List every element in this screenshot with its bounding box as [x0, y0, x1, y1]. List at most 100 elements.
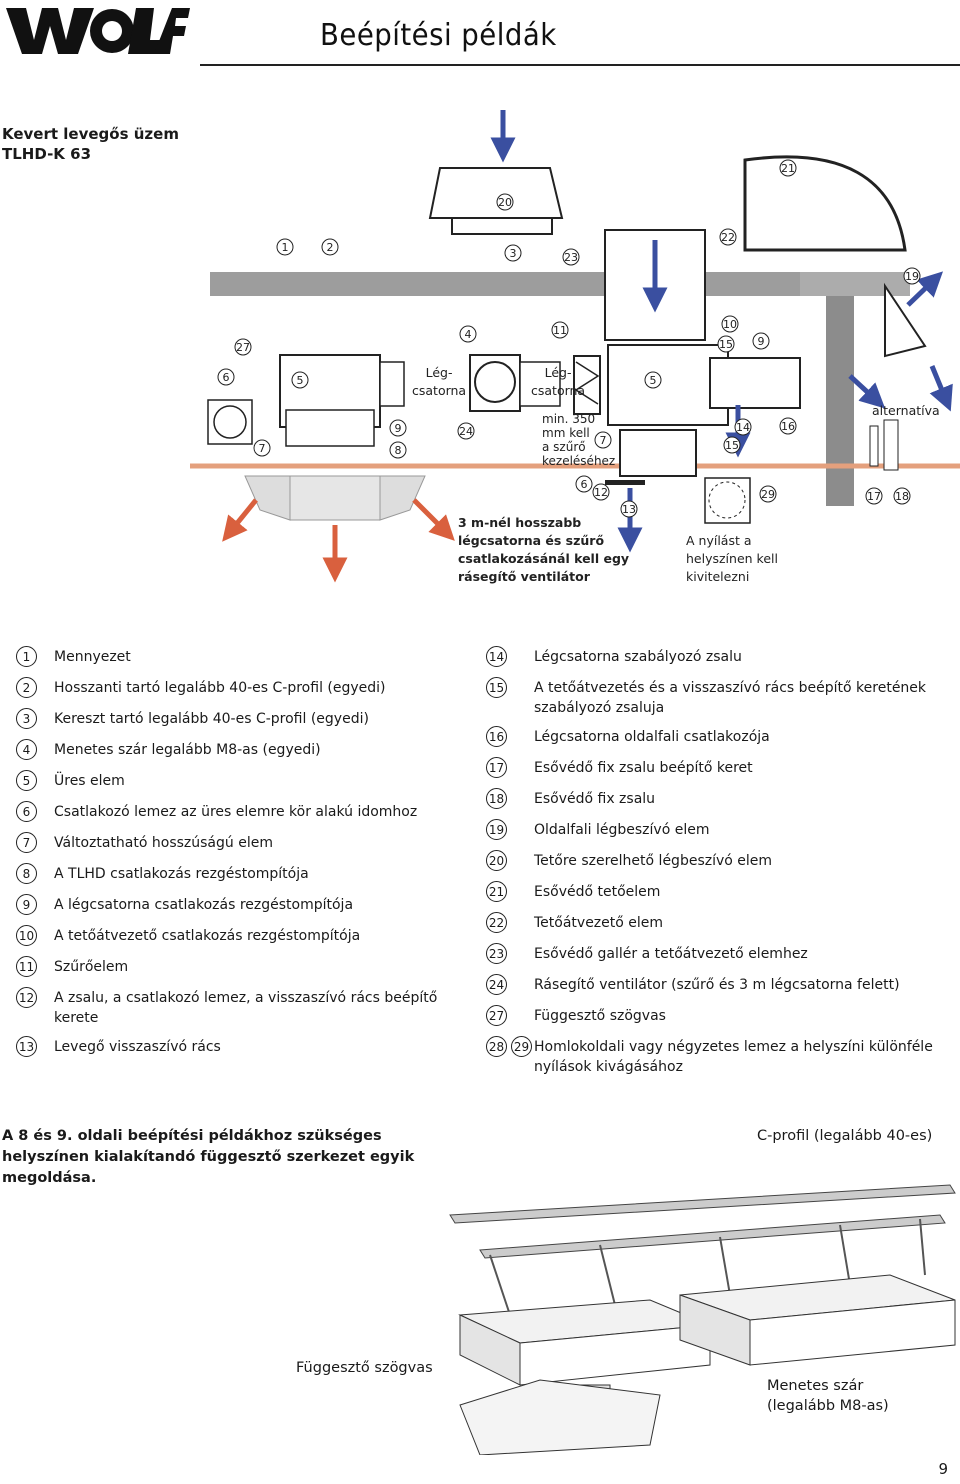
legend-number-group: 21 — [486, 881, 534, 902]
filter-min-note-line1: min. 350 — [542, 412, 596, 426]
duct-label-1-line2: csatorna — [412, 383, 467, 398]
page-title: Beépítési példák — [320, 18, 557, 53]
legend-number-group: 13 — [16, 1036, 54, 1057]
legend-text: Üres elem — [54, 773, 125, 789]
legend-number: 7 — [16, 832, 37, 853]
svg-text:13: 13 — [622, 503, 636, 516]
legend-number: 2 — [16, 677, 37, 698]
legend-number: 21 — [486, 881, 507, 902]
legend-text: A tetőátvezetés és a visszaszívó rács be… — [534, 680, 927, 716]
legend-number: 1 — [16, 646, 37, 667]
roof-intake-element — [428, 167, 564, 219]
svg-text:5: 5 — [297, 374, 304, 387]
legend-text: Homlokoldali vagy négyzetes lemez a hely… — [534, 1039, 933, 1075]
legend-number: 27 — [486, 1005, 507, 1026]
svg-text:6: 6 — [581, 478, 588, 491]
svg-text:19: 19 — [905, 270, 919, 283]
legend-text: Rásegítő ventilátor (szűrő és 3 m légcsa… — [534, 977, 900, 993]
fan-note-line2: légcsatorna és szűrő — [458, 533, 605, 548]
legend-number-group: 12 — [16, 987, 54, 1008]
svg-text:2: 2 — [327, 241, 334, 254]
wolf-logo — [4, 4, 190, 58]
legend-item: 13 Levegő visszaszívó rács — [16, 1036, 486, 1059]
grille-center — [289, 475, 381, 521]
legend-text: A TLHD csatlakozás rezgéstompítója — [54, 866, 309, 882]
legend-item: 15 A tetőátvezetés és a visszaszívó rács … — [486, 677, 956, 718]
legend-number-group: 15 — [486, 677, 534, 698]
legend-text: Esővédő tetőelem — [534, 884, 661, 900]
svg-text:5: 5 — [650, 374, 657, 387]
fan-note-line3: csatlakozásánál kell egy — [458, 551, 630, 566]
legend-number: 17 — [486, 757, 507, 778]
legend-number: 11 — [16, 956, 37, 977]
svg-text:21: 21 — [781, 162, 795, 175]
filter-min-note-line4: kezeléséhez — [542, 454, 616, 468]
svg-text:3: 3 — [510, 247, 517, 260]
roof-slab — [800, 272, 910, 296]
legend-number: 14 — [486, 646, 507, 667]
legend-number-group: 19 — [486, 819, 534, 840]
legend-number: 13 — [16, 1036, 37, 1057]
filter — [573, 355, 601, 415]
svg-text:4: 4 — [465, 328, 472, 341]
filter-min-note-line3: a szűrő — [542, 440, 586, 454]
legend-number-group: 2 — [16, 677, 54, 698]
legend-number: 28 — [486, 1036, 507, 1057]
grille-left — [244, 475, 291, 521]
opening-note: A nyílást a helyszínen kell kivitelezni — [686, 532, 778, 586]
svg-text:8: 8 — [395, 444, 402, 457]
svg-text:18: 18 — [895, 490, 909, 503]
legend-number: 9 — [16, 894, 37, 915]
legend-number-group: 17 — [486, 757, 534, 778]
callout-threaded-rod-line1: Menetes szár — [767, 1378, 864, 1394]
c-profile-rail-2 — [479, 1214, 946, 1259]
legend-text: Tetőre szerelhető légbeszívó elem — [534, 853, 773, 869]
legend-text: Mennyezet — [54, 649, 131, 665]
title-rule — [200, 64, 960, 66]
legend-number-group: 24 — [486, 974, 534, 995]
legend-number: 6 — [16, 801, 37, 822]
legend-number-group: 7 — [16, 832, 54, 853]
legend-number-group: 8 — [16, 863, 54, 884]
svg-text:6: 6 — [223, 371, 230, 384]
legend-item: 8 A TLHD csatlakozás rezgéstompítója — [16, 863, 486, 886]
duct-label-1: Lég- csatorna — [412, 364, 466, 400]
legend-text: Levegő visszaszívó rács — [54, 1039, 221, 1055]
section-heading-line2: TLHD-K 63 — [2, 145, 92, 163]
legend-number-group: 23 — [486, 943, 534, 964]
legend-item: 1 Mennyezet — [16, 646, 486, 669]
installation-diagram: 1 2 3 4 5 5 6 6 7 7 8 9 9 10 11 12 13 14… — [190, 110, 960, 583]
legend-number-group: 16 — [486, 726, 534, 747]
side-box — [207, 399, 253, 445]
svg-text:23: 23 — [564, 251, 578, 264]
legend-number: 4 — [16, 739, 37, 760]
legend-text: Szűrőelem — [54, 959, 129, 975]
legend-number: 5 — [16, 770, 37, 791]
legend-item: 21 Esővédő tetőelem — [486, 881, 956, 904]
opening-plate — [704, 477, 751, 524]
legend-number: 15 — [486, 677, 507, 698]
svg-text:9: 9 — [395, 422, 402, 435]
legend-number-group: 27 — [486, 1005, 534, 1026]
svg-text:7: 7 — [600, 434, 607, 447]
duct-label-1-line1: Lég- — [425, 365, 453, 380]
legend-number-group: 20 — [486, 850, 534, 871]
svg-text:10: 10 — [723, 318, 737, 331]
legend-number: 10 — [16, 925, 37, 946]
legend-text: A zsalu, a csatlakozó lemez, a visszaszí… — [54, 990, 438, 1026]
legend-text: Oldalfali légbeszívó elem — [534, 822, 710, 838]
legend-number: 8 — [16, 863, 37, 884]
legend-number-group: 22 — [486, 912, 534, 933]
